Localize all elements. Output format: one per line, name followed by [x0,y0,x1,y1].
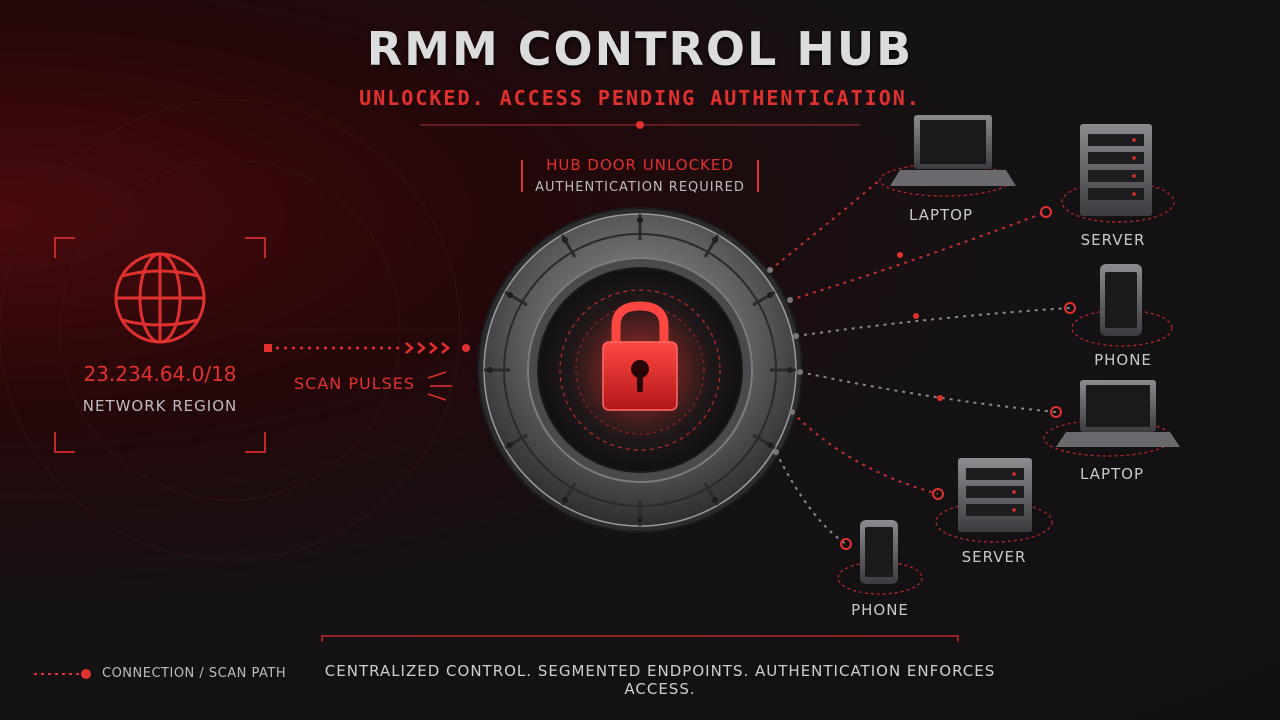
legend-line [34,669,91,679]
legend-label: CONNECTION / SCAN PATH [102,666,287,681]
globe-icon [114,252,206,344]
scan-pulse-marks [427,371,452,401]
scan-pulse-path [264,342,470,354]
connection-paths [769,179,1071,545]
page-subtitle: UNLOCKED. ACCESS PENDING AUTHENTICATION. [359,86,921,110]
footer-bracket [321,635,959,642]
laptop-icon [1056,380,1180,447]
network-region-label: NETWORK REGION [82,397,238,415]
device-label-phone: PHONE [851,601,909,619]
network-cidr: 23.234.64.0/18 [83,362,237,386]
footer-tagline: CENTRALIZED CONTROL. SEGMENTED ENDPOINTS… [324,662,996,698]
device-label-server: SERVER [961,548,1027,566]
phone-icon [1100,264,1142,336]
network-region-frame [54,237,266,453]
hub-status-label: HUB DOOR UNLOCKED [546,156,734,174]
padlock-open-icon [602,301,678,411]
phone-icon [860,520,898,584]
device-label-phone: PHONE [1094,351,1152,369]
title-divider [420,121,860,129]
hub-note-label: AUTHENTICATION REQUIRED [535,180,745,195]
laptop-icon [890,115,1016,186]
server-icon [958,458,1032,532]
scan-pulses-label: SCAN PULSES [294,374,416,393]
device-label-server: SERVER [1080,231,1146,249]
server-icon [1080,124,1152,216]
vault-bolts [487,217,793,523]
page-title: RMM CONTROL HUB [366,22,914,76]
connection-endpoints [767,206,1076,550]
device-label-laptop: LAPTOP [908,206,974,224]
background-arcs [0,99,470,561]
device-label-laptop: LAPTOP [1079,465,1145,483]
